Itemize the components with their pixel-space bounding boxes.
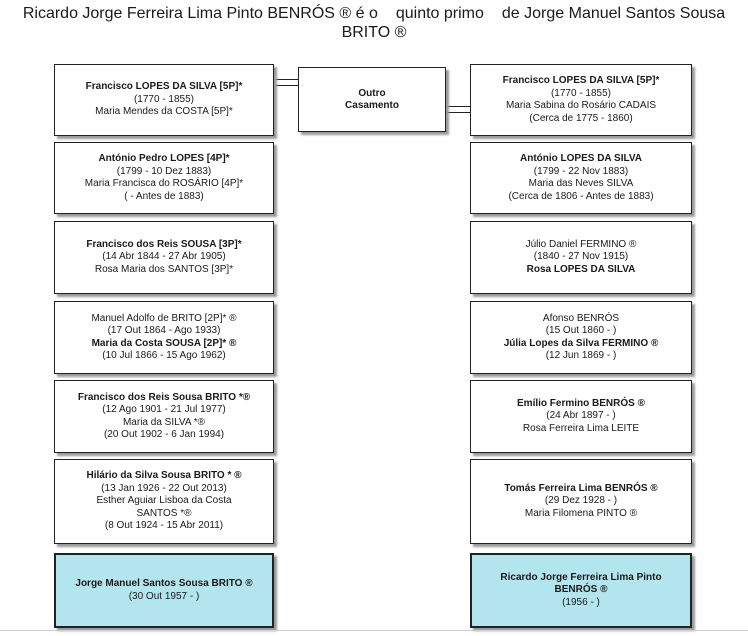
person-line: Maria Sabina do Rosário CADAIS [505,100,657,111]
person-line: Maria das Neves SILVA [528,178,634,189]
person-box-left-6: Hilário da Silva Sousa BRITO * ®(13 Jan … [54,459,274,544]
person-box-left-4: Manuel Adolfo de BRITO [2P]* ®(17 Out 18… [54,301,274,374]
person-line: (1840 - 27 Nov 1915) [533,251,629,263]
person-line: Francisco LOPES DA SILVA [5P]* [85,81,243,93]
marriage-connector-left-lower [274,85,298,86]
marriage-connector-left-upper [274,79,298,80]
person-line: (30 Out 1957 - ) [128,590,200,602]
person-line: (15 Out 1860 - ) [545,325,617,336]
person-line: Maria Filomena PINTO ® [524,507,638,519]
person-box-left-3: Francisco dos Reis SOUSA [3P]*(14 Abr 18… [54,221,274,294]
person-line: Júlio Daniel FERMINO ® [525,238,637,250]
person-box-right-6: Tomás Ferreira Lima BENRÓS ®(29 Dez 1928… [470,459,692,544]
person-line: Maria da Costa SOUSA [2P]* ® [91,337,237,349]
person-line: (Cerca de 1806 - Antes de 1883) [508,190,654,202]
person-line: ( - Antes de 1883) [124,190,204,202]
person-line: (20 Out 1902 - 6 Jan 1994) [103,429,225,440]
bottom-divider [0,630,748,631]
person-line: Francisco dos Reis Sousa BRITO *® [77,391,251,403]
marriage-connector-right-lower [446,112,492,113]
marriage-box-line-1: Outro [358,87,386,99]
person-box-left-2: António Pedro LOPES [4P]*(1799 - 10 Dez … [54,142,274,214]
person-line: Manuel Adolfo de BRITO [2P]* ® [91,312,237,324]
person-line: Emílio Fermino BENRÓS ® [517,397,645,409]
person-line: Esther Aguiar Lisboa da Costa [96,495,232,507]
person-box-right-3: Júlio Daniel FERMINO ®(1840 - 27 Nov 191… [470,221,692,294]
chart-title: Ricardo Jorge Ferreira Lima Pinto BENRÓS… [0,4,748,42]
marriage-box-line-2: Casamento [345,99,399,111]
person-line: Jorge Manuel Santos Sousa BRITO ® [75,578,253,589]
person-line: Rosa Ferreira Lima LEITE [522,422,640,434]
person-line: Maria da SILVA *® [122,416,206,428]
person-line: BENRÓS ® [554,584,608,596]
person-box-right-2: António LOPES DA SILVA(1799 - 22 Nov 188… [470,142,692,214]
person-line: (14 Abr 1844 - 27 Abr 1905) [102,251,226,263]
title-part-1: Ricardo Jorge Ferreira Lima Pinto BENRÓS… [22,5,378,22]
person-line: António Pedro LOPES [4P]* [98,153,230,164]
person-line: (17 Out 1864 - Ago 1933) [107,325,221,336]
person-line: (1770 - 1855) [133,93,195,105]
person-line: (24 Abr 1897 - ) [546,410,616,422]
person-line: Francisco LOPES DA SILVA [5P]* [502,75,660,86]
person-line: Ricardo Jorge Ferreira Lima Pinto [500,571,662,583]
title-relation: quinto primo [395,5,484,22]
person-box-right-4: Afonso BENRÓS(15 Out 1860 - )Júlia Lopes… [470,301,692,374]
person-box-right-1: Francisco LOPES DA SILVA [5P]*(1770 - 18… [470,64,692,136]
person-line: Rosa LOPES DA SILVA [526,263,636,275]
person-box-left-1: Francisco LOPES DA SILVA [5P]*(1770 - 18… [54,64,274,136]
person-line: Afonso BENRÓS [542,312,620,324]
person-line: (13 Jan 1926 - 22 Out 2013) [101,482,227,494]
person-line: Júlia Lopes da Silva FERMINO ® [503,337,659,349]
person-line: Rosa Maria dos SANTOS [3P]* [94,263,234,275]
person-line: (1799 - 10 Dez 1883) [116,165,212,177]
person-box-right-5: Emílio Fermino BENRÓS ®(24 Abr 1897 - )R… [470,380,692,453]
person-line: (29 Dez 1928 - ) [544,495,618,507]
person-box-left-5: Francisco dos Reis Sousa BRITO *®(12 Ago… [54,380,274,453]
person-line: (Cerca de 1775 - 1860) [529,112,633,124]
person-line: (8 Out 1924 - 15 Abr 2011) [104,520,224,532]
person-line: (1956 - ) [562,596,600,608]
person-line: SANTOS *® [136,507,192,519]
person-line: (1770 - 1855) [550,87,612,99]
person-line: Francisco dos Reis SOUSA [3P]* [86,238,242,250]
person-line: (1799 - 22 Nov 1883) [533,165,629,177]
marriage-connector-right-upper [446,106,492,107]
person-box-left-7: Jorge Manuel Santos Sousa BRITO ®(30 Out… [54,553,274,628]
person-line: Tomás Ferreira Lima BENRÓS ® [504,482,658,494]
person-line: Hilário da Silva Sousa BRITO * ® [86,470,242,482]
person-line: Maria Francisca do ROSÁRIO [4P]* [84,178,244,189]
marriage-box: Outro Casamento [298,67,446,132]
title-part-2: de Jorge Manuel Santos Sousa [501,5,726,22]
person-line: (12 Ago 1901 - 21 Jul 1977) [102,404,226,415]
person-line: Maria Mendes da COSTA [5P]* [95,106,233,118]
person-line: (12 Jun 1869 - ) [545,350,617,361]
person-line: (10 Jul 1866 - 15 Ago 1962) [102,350,226,361]
title-part-3: BRITO ® [341,24,407,41]
person-line: António LOPES DA SILVA [519,153,643,164]
